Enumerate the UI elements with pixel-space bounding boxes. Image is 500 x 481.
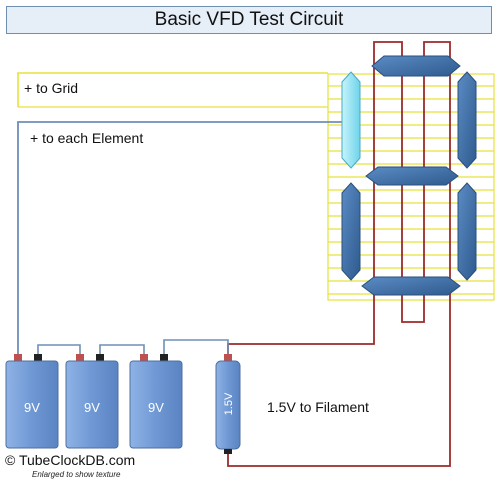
element-wire [17,121,342,356]
footer-note: Enlarged to show texture [32,470,121,479]
vfd-segments [341,55,477,296]
diagram-title: Basic VFD Test Circuit [154,9,344,30]
segment-upper-right [457,71,477,169]
battery-1 [5,354,59,449]
segment-lower-left [341,182,361,281]
cell-1-5v [215,354,241,454]
grid-wire [17,72,328,107]
battery-3 [129,354,183,449]
title-bar: Basic VFD Test Circuit [6,6,492,34]
label-battery-1: 9V [24,400,40,415]
label-battery-3: 9V [148,400,164,415]
label-grid: + to Grid [24,80,78,96]
label-element: + to each Element [30,130,143,146]
label-filament: 1.5V to Filament [267,399,369,415]
battery-2 [65,354,119,449]
footer-copyright: © TubeClockDB.com [5,452,135,468]
label-cell: 1.5V [223,392,235,415]
segment-middle [365,166,459,186]
label-battery-2: 9V [84,400,100,415]
segment-upper-left-highlighted [341,71,361,169]
battery-connections [37,339,229,356]
segment-bottom [361,276,461,296]
segment-top [371,55,461,77]
segment-lower-right [457,182,477,281]
